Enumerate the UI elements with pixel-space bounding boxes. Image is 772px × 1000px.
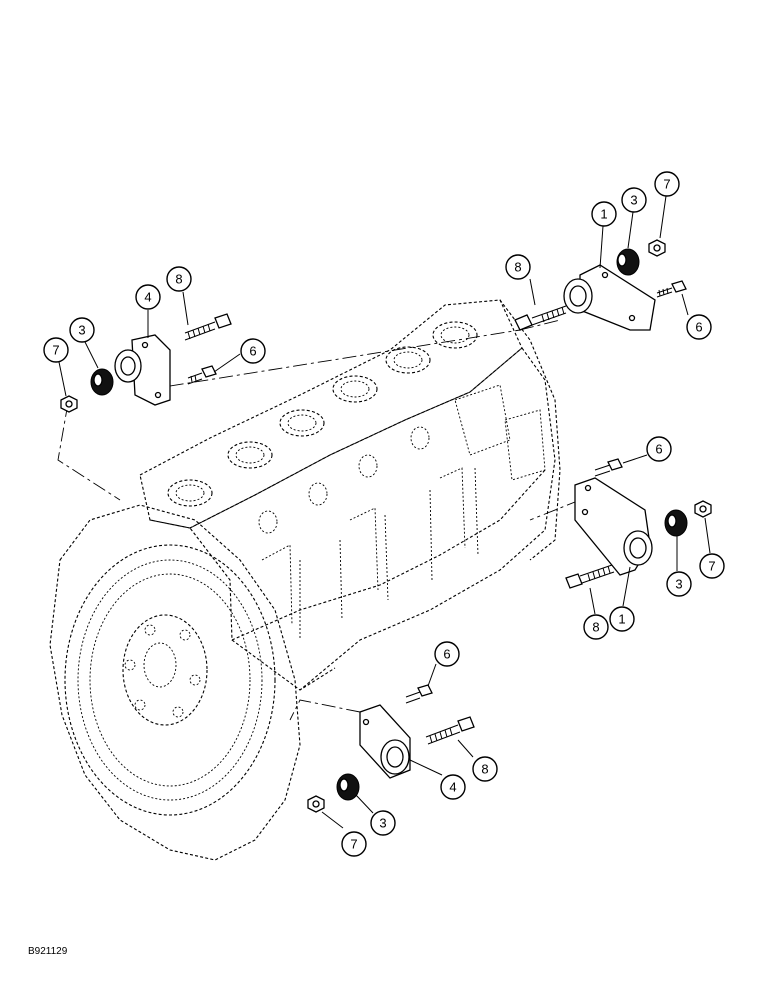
right-mount-bracket-group [565,458,712,589]
assembly-lines [57,319,581,721]
right-long-bolt [565,564,615,589]
left-long-bolt [184,313,232,341]
callout-7-left: 7 [43,337,69,363]
bottom-nut [307,795,325,813]
callout-1-right: 1 [609,606,635,632]
flywheel-housing [49,504,301,861]
rear-mount-bracket-group [514,239,687,331]
callout-6-rear: 6 [686,314,712,340]
callout-6-left-label: 6 [249,344,256,359]
callout-4-bottom-label: 4 [449,780,456,795]
callout-3-left: 3 [69,317,95,343]
callout-7-right: 7 [699,553,725,579]
figure-id: B921129 [28,946,68,957]
callout-6-left: 6 [240,338,266,364]
rear-bushing [616,248,640,276]
callout-3-right-label: 3 [675,577,682,592]
rear-nut [648,239,666,257]
left-mount-bracket [131,334,171,406]
callout-3-rear-label: 3 [630,193,637,208]
callout-4-bottom: 4 [440,774,466,800]
callout-3-right: 3 [666,571,692,597]
right-nut [694,500,712,518]
callout-6-bottom-label: 6 [443,647,450,662]
callout-3-rear: 3 [621,187,647,213]
callout-6-bottom: 6 [434,641,460,667]
callout-3-left-label: 3 [78,323,85,338]
callout-4-left-label: 4 [144,290,151,305]
callout-8-right-label: 8 [592,620,599,635]
callout-6-right: 6 [646,436,672,462]
callout-8-left-label: 8 [175,272,182,287]
bottom-short-bolt [405,684,433,704]
left-bushing [90,368,114,396]
callout-4-left: 4 [135,284,161,310]
bottom-mount-bracket-group [307,684,475,813]
callout-6-right-label: 6 [655,442,662,457]
left-short-bolt [187,365,217,385]
callout-8-left: 8 [166,266,192,292]
callout-6-rear-label: 6 [695,320,702,335]
callout-1-rear: 1 [591,201,617,227]
bottom-long-bolt [425,716,475,745]
left-mount-bracket-group [60,313,232,413]
callout-8-bottom: 8 [472,756,498,782]
callout-1-right-label: 1 [618,612,625,627]
right-short-bolt [594,458,623,477]
callout-7-right-label: 7 [708,559,715,574]
engine-block-outline [139,299,561,691]
callout-7-rear: 7 [654,171,680,197]
callout-1-rear-label: 1 [600,207,607,222]
callout-3-bottom: 3 [370,810,396,836]
right-bushing [664,509,688,537]
left-nut [60,395,78,413]
leader-lines [58,195,711,829]
callout-8-bottom-label: 8 [481,762,488,777]
rear-short-bolt [656,280,687,298]
bottom-bushing [336,773,360,801]
callout-7-rear-label: 7 [663,177,670,192]
callout-7-bottom: 7 [341,831,367,857]
callout-8-rear: 8 [505,254,531,280]
callout-7-left-label: 7 [52,343,59,358]
callout-8-rear-label: 8 [514,260,521,275]
callout-3-bottom-label: 3 [379,816,386,831]
callout-8-right: 8 [583,614,609,640]
callout-7-bottom-label: 7 [350,837,357,852]
rear-long-bolt [514,305,567,331]
